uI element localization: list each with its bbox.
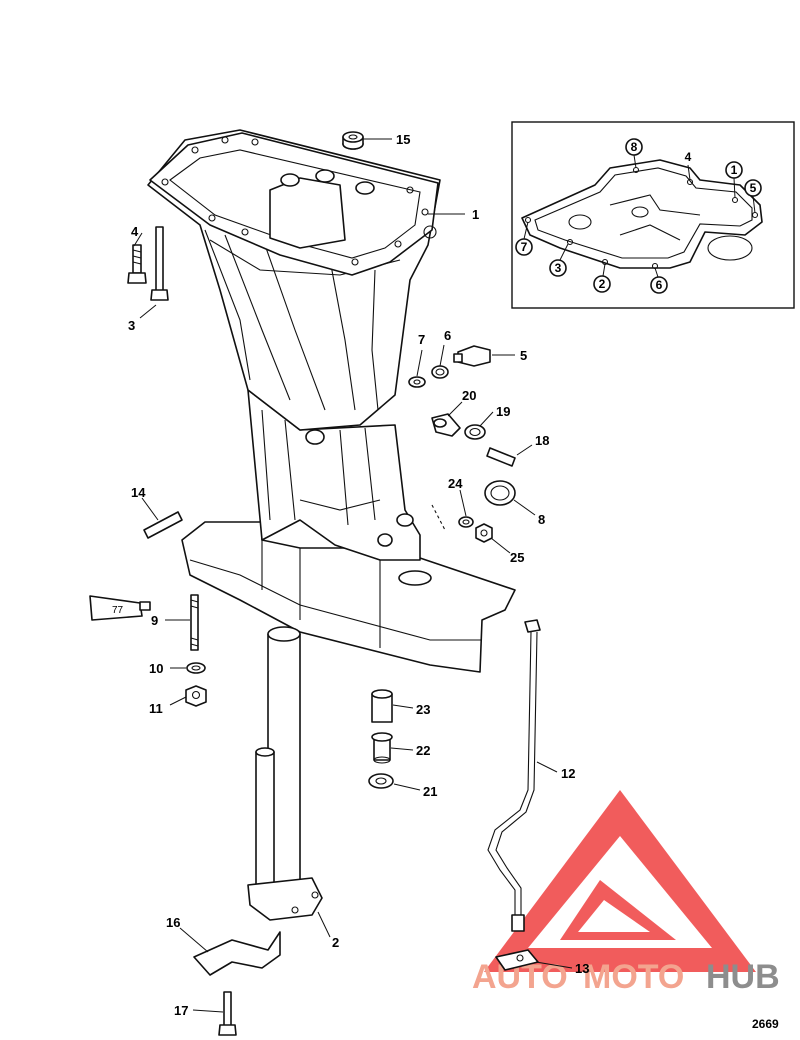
inset-callout-4: 4 [685,150,692,181]
callout-7: 7 [416,332,425,377]
part-washer-21 [368,773,394,789]
svg-text:18: 18 [535,433,549,448]
svg-text:1: 1 [472,207,479,222]
part-plug-5 [453,345,491,367]
callout-24: 24 [448,476,467,517]
svg-text:5: 5 [520,348,527,363]
gasket-inset: 8 4 1 5 7 3 2 6 [511,121,795,309]
callout-1: 1 [428,207,479,222]
callout-9: 9 [151,613,190,628]
svg-text:21: 21 [423,784,437,799]
callout-21: 21 [393,783,437,799]
svg-text:7: 7 [418,332,425,347]
svg-text:19: 19 [496,404,510,419]
part-bushing-23 [371,689,393,723]
callout-22: 22 [390,743,430,758]
callout-8: 8 [513,499,545,527]
callout-6: 6 [439,328,451,367]
part-grommet-15 [342,131,364,150]
svg-text:16: 16 [166,915,180,930]
callout-17: 17 [174,1003,224,1018]
svg-text:17: 17 [174,1003,188,1018]
svg-text:13: 13 [575,961,589,976]
callout-2: 2 [317,911,339,950]
svg-text:5: 5 [750,181,757,195]
svg-text:3: 3 [555,261,562,275]
driveshaft-housing [147,129,516,673]
inset-callout-2: 2 [593,263,611,293]
svg-text:23: 23 [416,702,430,717]
svg-text:11: 11 [149,701,163,716]
part-watertube-2 [247,626,323,921]
callout-11: 11 [149,696,187,716]
callout-3: 3 [128,304,157,333]
svg-text:4: 4 [131,224,139,239]
callout-16: 16 [166,915,209,953]
part-bolt-17 [218,991,237,1036]
part-washer-24 [431,504,474,531]
callout-18: 18 [516,433,549,456]
svg-text:14: 14 [131,485,146,500]
callout-20: 20 [447,388,476,417]
svg-text:4: 4 [685,150,692,164]
callout-15: 15 [363,132,410,147]
part-bracket-16 [193,931,281,976]
part-stud-9 [190,594,199,651]
part-tube-12 [487,619,541,932]
part-clamp-19 [464,424,486,440]
callout-19: 19 [479,404,510,427]
svg-text:7: 7 [521,240,528,254]
part-pin-18 [486,447,516,467]
svg-text:20: 20 [462,388,476,403]
sealant-tube: 77 [89,595,151,621]
svg-text:1: 1 [731,163,738,177]
part-bolt-4 [127,244,147,284]
callout-10: 10 [149,661,186,676]
callout-23: 23 [392,702,430,717]
part-seal-8 [484,480,516,506]
callout-14: 14 [131,485,159,521]
callout-13: 13 [535,961,589,976]
part-sealwasher-6 [431,365,449,379]
svg-text:8: 8 [538,512,545,527]
inset-callout-5: 5 [744,179,762,214]
svg-text:9: 9 [151,613,158,628]
callout-25: 25 [490,537,524,565]
svg-text:25: 25 [510,550,524,565]
svg-text:10: 10 [149,661,163,676]
part-nut-25 [475,523,493,543]
inset-callout-6: 6 [650,267,668,294]
part-washer-10 [186,662,206,674]
inset-callout-7: 7 [515,221,533,256]
part-bolt-3 [150,226,169,301]
part-anode-14 [143,511,183,539]
part-nut-11 [185,685,207,707]
svg-text:6: 6 [444,328,451,343]
svg-text:22: 22 [416,743,430,758]
callout-4: 4 [131,224,143,247]
watermark-text-moto: MOTO [583,958,684,996]
svg-text:2: 2 [599,277,606,291]
figure-number: 2669 [752,1017,779,1031]
svg-text:15: 15 [396,132,410,147]
svg-text:24: 24 [448,476,463,491]
sealant-tube-label: 77 [112,605,124,616]
svg-text:6: 6 [656,278,663,292]
part-bushing-22 [371,732,393,764]
inset-callout-3: 3 [549,243,569,277]
callout-12: 12 [536,761,575,781]
svg-text:12: 12 [561,766,575,781]
callout-5: 5 [492,348,527,363]
inset-callout-1: 1 [725,161,743,199]
svg-text:2: 2 [332,935,339,950]
svg-text:8: 8 [631,140,638,154]
part-washer-7 [408,376,426,388]
part-fitting-20 [431,413,461,437]
svg-text:3: 3 [128,318,135,333]
watermark-text-hub: HUB [706,958,780,996]
inset-callout-8: 8 [625,138,643,169]
